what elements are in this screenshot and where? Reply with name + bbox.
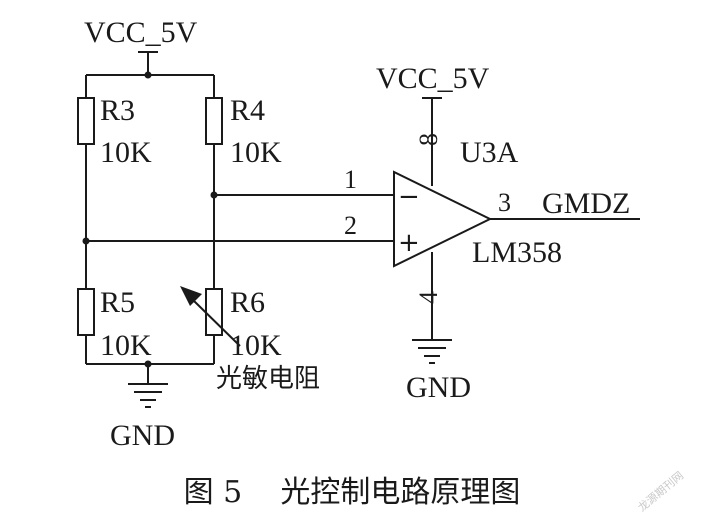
plus-sign: +	[398, 228, 420, 258]
pin-label-8: 8	[414, 133, 443, 146]
resistor-r3	[77, 97, 95, 145]
pin-label-4: 4	[414, 291, 443, 304]
r4-ref-label: R4	[230, 94, 265, 127]
pin-label-3: 3	[498, 188, 511, 217]
r6-value-label: 10K	[230, 329, 282, 362]
opamp-supply-label: VCC_5V	[376, 62, 490, 95]
output-net-label: GMDZ	[542, 187, 630, 220]
photoresistor-label: 光敏电阻	[216, 364, 320, 394]
opamp-ground-label: GND	[406, 371, 471, 404]
r3-value-label: 10K	[100, 136, 152, 169]
bridge-ground-label: GND	[110, 419, 175, 452]
opamp-supply-symbol	[422, 97, 442, 186]
resistor-r4	[205, 97, 223, 145]
watermark: 龙源期刊网	[635, 468, 686, 514]
r4-value-label: 10K	[230, 136, 282, 169]
bridge-ground-symbol	[128, 364, 168, 408]
junction-dot	[144, 360, 152, 368]
opamp-part-label: LM358	[472, 236, 562, 269]
bridge-supply-symbol	[138, 51, 158, 75]
resistor-r5	[77, 288, 95, 336]
r5-ref-label: R5	[100, 286, 135, 319]
r5-value-label: 10K	[100, 329, 152, 362]
figure-caption: 图 5 光控制电路原理图	[184, 475, 521, 510]
opamp-triangle	[393, 170, 493, 268]
opamp-ref-label: U3A	[460, 136, 519, 169]
pin-label-1: 1	[344, 165, 357, 194]
minus-sign: −	[398, 182, 420, 212]
junction-dot	[144, 71, 152, 79]
pin-label-2: 2	[344, 211, 357, 240]
bridge-supply-label: VCC_5V	[84, 16, 198, 49]
opamp-ground-symbol	[412, 252, 452, 364]
r6-ref-label: R6	[230, 286, 265, 319]
photoresistor-arrow	[180, 286, 241, 347]
resistor-r6	[205, 288, 223, 336]
r3-ref-label: R3	[100, 94, 135, 127]
